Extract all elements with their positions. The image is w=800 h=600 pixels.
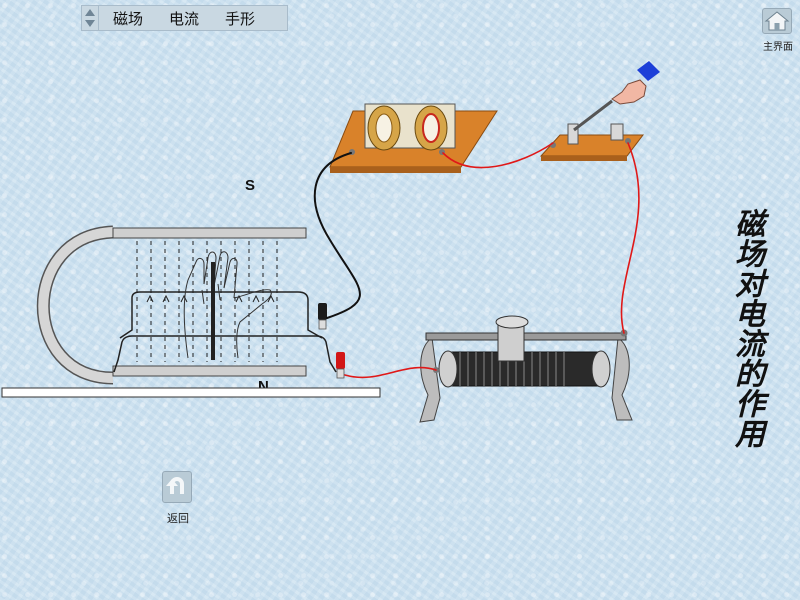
menu-item-current[interactable]: 电流 [169,9,200,28]
force-arrows [146,294,275,303]
wire-red-rheostat-frame [344,366,437,379]
wire-red-power-switch [442,142,554,169]
frame-terminal-black [318,303,327,330]
menu-item-hand-rule[interactable]: 手形 [225,9,256,28]
home-icon [764,11,790,31]
rheostat [419,315,633,423]
wire-red-switch-rheostat [620,142,640,334]
page-title: 磁场对电流的作用 [729,208,764,448]
wire-black [313,152,361,319]
base-plate [1,387,381,398]
home-label: 主界面 [763,42,793,53]
return-arrow-icon [166,477,184,494]
knife-switch [539,99,645,161]
wires [313,142,640,379]
horseshoe-magnet [36,225,307,385]
menu-bar: 磁场 电流 手形 [81,5,288,31]
conductor-rod [211,262,215,360]
back-button[interactable] [162,471,192,503]
arrow-up-icon[interactable] [85,9,95,16]
hand-icon [611,61,660,105]
arrow-down-icon[interactable] [85,20,95,27]
south-pole-label: S [245,177,256,194]
magnetic-field-lines [136,241,278,362]
menu-item-magnetic-field[interactable]: 磁场 [113,9,144,28]
back-label: 返回 [167,512,189,525]
left-hand-outline [183,251,272,359]
frame-terminal-red [336,352,345,379]
menu-scroll-spinner[interactable] [82,6,99,30]
north-pole-label: N [258,378,269,395]
power-supply [329,103,498,173]
home-button[interactable] [762,8,792,34]
conductor-rails [113,291,337,373]
